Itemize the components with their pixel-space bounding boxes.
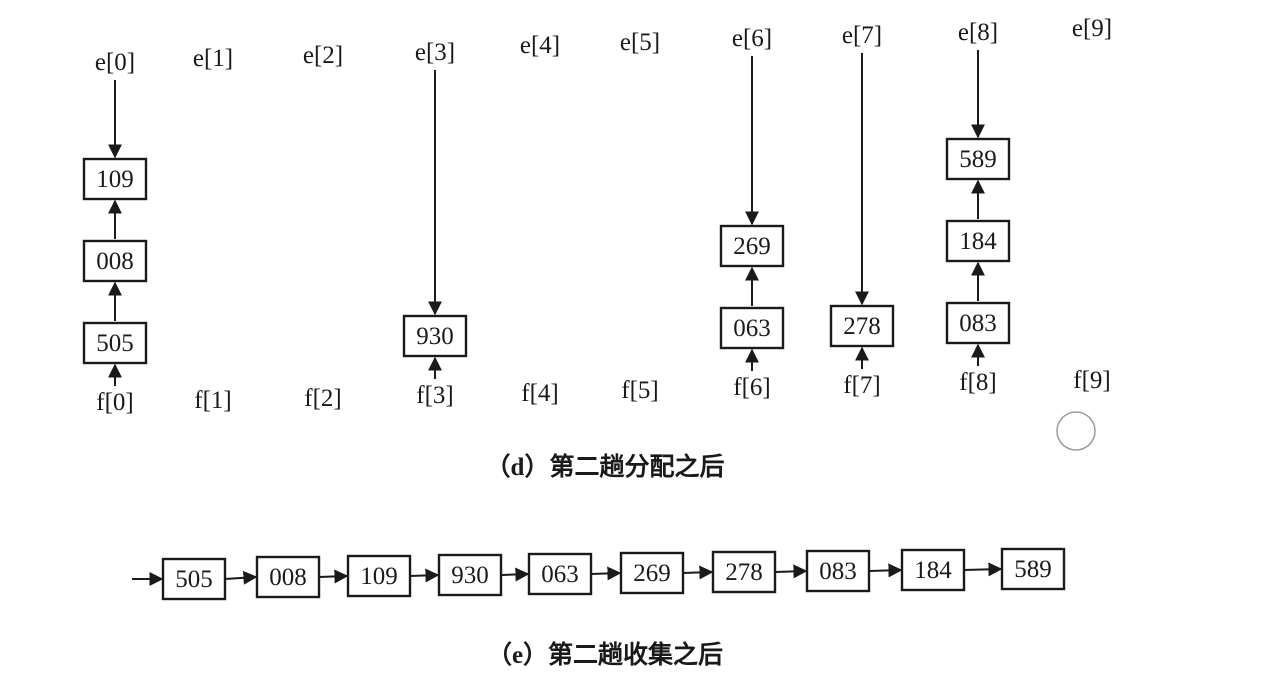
bucket-node: 063 [719,306,785,350]
node-value: 269 [633,560,671,587]
node-box [527,552,593,596]
head-pointer-label: e[0] [95,49,135,76]
node-box [346,554,412,598]
node-value: 008 [96,248,134,275]
head-pointer-label: e[9] [1072,15,1112,42]
bucket-node: 505 [82,321,148,365]
bucket-node: 278 [829,304,895,348]
node-value: 589 [959,146,997,173]
head-pointer-label: e[2] [303,42,343,69]
chain-node: 184 [900,548,966,592]
bucket-node: 269 [719,224,785,268]
node-value: 278 [725,559,763,586]
node-value: 184 [959,228,997,255]
bucket-node: 930 [402,314,468,358]
head-pointer-label: e[4] [520,32,560,59]
node-box [805,549,871,593]
tail-pointer-label: f[8] [959,369,996,396]
node-box [900,548,966,592]
bucket-node: 589 [945,137,1011,181]
node-box [437,553,503,597]
node-value: 930 [451,562,489,589]
tail-pointer-label: f[9] [1073,367,1110,394]
node-box [829,304,895,348]
tail-pointer-label: f[3] [416,382,453,409]
bucket-node: 008 [82,239,148,283]
node-value: 109 [96,166,134,193]
bucket-node: 083 [945,301,1011,345]
node-box [619,551,685,595]
bucket-node: 109 [82,157,148,201]
chain-node: 109 [346,554,412,598]
node-box [1000,547,1066,591]
tail-pointer-label: f[7] [843,372,880,399]
chain-node: 589 [1000,547,1066,591]
chain-node: 083 [805,549,871,593]
chain-node: 505 [161,557,227,601]
chain-node: 930 [437,553,503,597]
node-value: 083 [959,310,997,337]
caption-collection: （e）第二趟收集之后 [487,640,723,669]
chain-node: 278 [711,550,777,594]
node-value: 930 [416,323,454,350]
distribution-section: e[0] e[1] e[2] e[3] e[4] e[5] e[6] e[7] e[8] e[9]… [82,15,1112,481]
node-value: 505 [96,330,134,357]
node-box [402,314,468,358]
chain-node: 008 [255,555,321,599]
chain-link-arrow [868,563,903,578]
node-value: 083 [819,558,857,585]
node-value: 109 [360,563,398,590]
node-value: 184 [914,557,952,584]
node-value: 063 [733,315,771,342]
chain-link-arrow [590,566,622,581]
chain-link-arrow [224,570,258,585]
chain-node: 269 [619,551,685,595]
node-box [945,137,1011,181]
head-pointer-label: e[7] [842,22,882,49]
tail-pointer-label: f[6] [733,374,770,401]
head-pointer-label: e[8] [958,19,998,46]
node-box [719,224,785,268]
head-pointer-label: e[3] [415,39,455,66]
node-box [82,321,148,365]
node-value: 008 [269,564,307,591]
node-box [82,239,148,283]
chain-link-arrow [318,569,349,584]
node-value: 589 [1014,556,1052,583]
bucket-node: 184 [945,219,1011,263]
head-pointer-label: e[5] [620,29,660,56]
collection-section: 505 008 109 930 063 269 278 083 184 589 （e）第二趟收集之后 [132,547,1066,669]
tail-pointer-label: f[1] [194,387,231,414]
caption-distribution: （d）第二趟分配之后 [486,452,725,481]
node-box [719,306,785,350]
node-box [945,301,1011,345]
head-pointer-label: e[1] [193,45,233,72]
node-box [255,555,321,599]
chain-link-arrow [774,564,808,579]
chain-link-arrow [500,567,530,582]
chain-link-arrow [963,562,1003,577]
cursor-indicator [1056,411,1096,451]
tail-pointer-label: f[2] [304,385,341,412]
node-box [945,219,1011,263]
node-value: 505 [175,566,213,593]
node-value: 278 [843,313,881,340]
tail-pointer-label: f[5] [621,377,658,404]
chain-node: 063 [527,552,593,596]
head-pointer-label: e[6] [732,25,772,52]
chain-link-arrow [409,568,440,583]
chain-link-arrow [682,565,714,580]
node-value: 063 [541,561,579,588]
node-box [161,557,227,601]
tail-pointer-label: f[0] [96,389,133,416]
tail-pointer-label: f[4] [521,380,558,407]
node-box [82,157,148,201]
node-value: 269 [733,233,771,260]
